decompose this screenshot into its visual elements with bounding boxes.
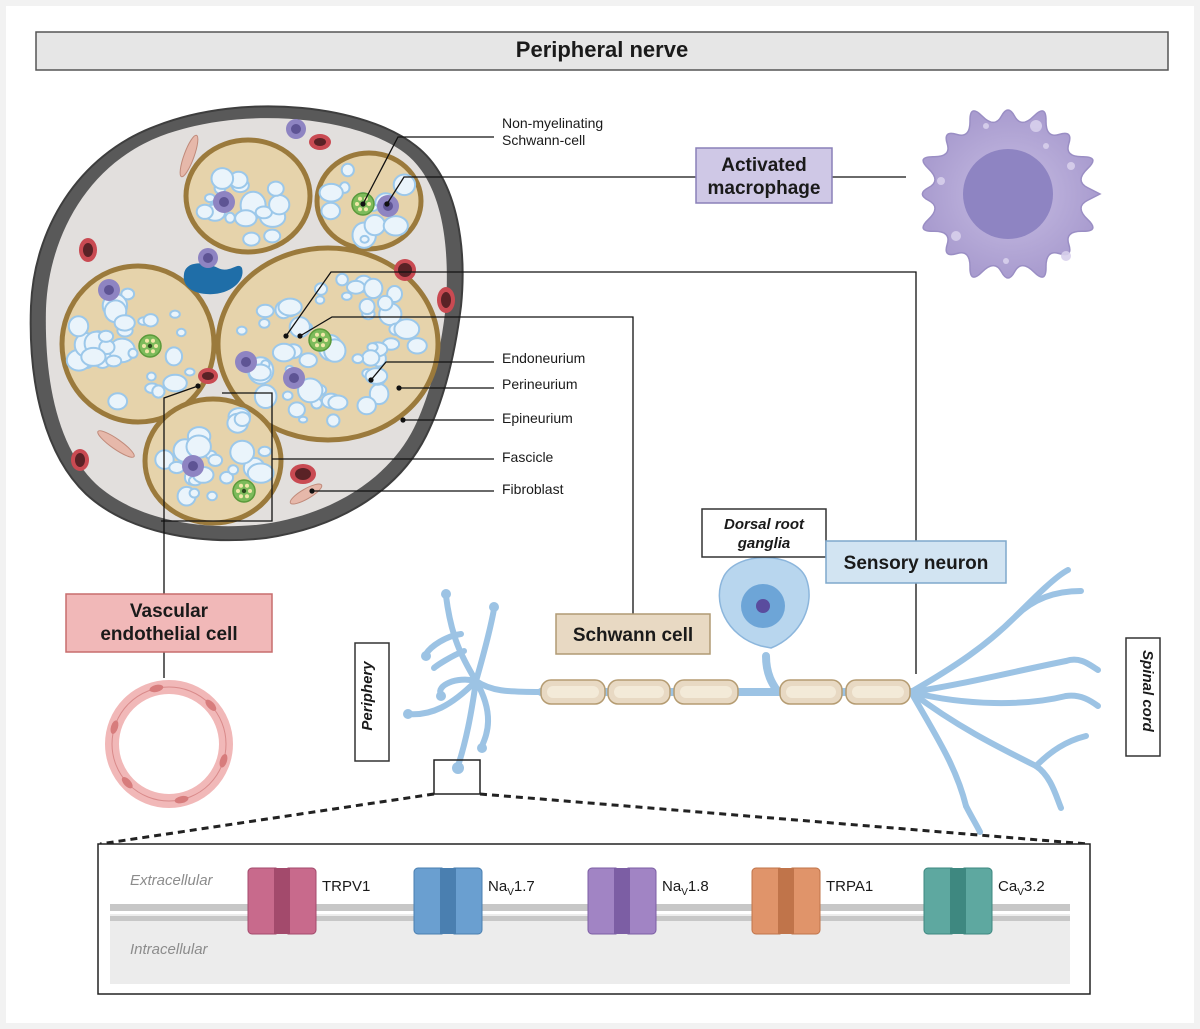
- svg-text:Sensory neuron: Sensory neuron: [844, 553, 989, 574]
- ion-channel-nav17: NaV1.7: [413, 867, 535, 935]
- svg-text:Dorsal root: Dorsal root: [724, 516, 805, 533]
- svg-text:Activated: Activated: [721, 155, 807, 176]
- dorsal-root-ganglion-soma: [718, 556, 810, 649]
- label-endoneurium: Endoneurium: [502, 350, 585, 366]
- svg-text:Schwann cell: Schwann cell: [573, 625, 693, 646]
- ion-channel-label: TRPV1: [322, 878, 370, 895]
- fascicle: [142, 396, 284, 526]
- fascicle: [314, 150, 424, 252]
- ion-channel-trpv1: TRPV1: [247, 867, 370, 935]
- intracellular-label: Intracellular: [130, 941, 209, 958]
- peripheral-nerve-diagram: Peripheral nerve: [29, 31, 1169, 995]
- ion-channel-label: NaV1.8: [662, 878, 709, 898]
- svg-text:endothelial cell: endothelial cell: [100, 624, 237, 645]
- leader-dots: [195, 201, 406, 494]
- macrophage-small: [198, 119, 306, 268]
- page-title: Peripheral nerve: [516, 37, 688, 62]
- activated-macrophage-box: Activated macrophage: [695, 147, 833, 204]
- dorsal-root-ganglia-box: Dorsal root ganglia: [701, 508, 827, 558]
- ion-channel-label: TRPA1: [826, 878, 873, 895]
- label-non-myelinating-1: Non-myelinating: [502, 115, 603, 131]
- fibroblast-cells: [97, 134, 323, 505]
- ion-channel-trpa1: TRPA1: [751, 867, 873, 935]
- sensory-neuron-box: Sensory neuron: [825, 540, 1007, 584]
- label-epineurium: Epineurium: [502, 410, 573, 426]
- svg-text:Spinal cord: Spinal cord: [1139, 650, 1156, 733]
- title-bar: Peripheral nerve: [35, 31, 1169, 71]
- fascicle: [215, 245, 441, 443]
- fascicle: [183, 137, 313, 255]
- diagram-canvas: Peripheral nerve: [6, 6, 1194, 1023]
- ion-channel-label: NaV1.7: [488, 878, 535, 898]
- nerve-cross-section: [29, 105, 464, 542]
- blood-vessel: [71, 134, 455, 484]
- spinal-cord-label: Spinal cord: [1125, 637, 1161, 757]
- ion-channel-cav32: CaV3.2: [923, 867, 1045, 935]
- extracellular-label: Extracellular: [130, 872, 214, 889]
- myelin-segments: [540, 679, 911, 705]
- zoom-indicator: [99, 759, 1089, 846]
- svg-text:macrophage: macrophage: [708, 178, 821, 199]
- svg-text:Periphery: Periphery: [359, 661, 376, 731]
- dendrite-tips: [403, 589, 499, 774]
- activated-macrophage-cell: [921, 109, 1102, 279]
- fascicle: [59, 263, 217, 425]
- schwann-cell-box: Schwann cell: [555, 613, 711, 655]
- structure-labels: Non-myelinating Schwann-cell Endoneurium…: [502, 115, 603, 497]
- leader-lines: [161, 136, 917, 678]
- label-non-myelinating-2: Schwann-cell: [502, 132, 585, 148]
- svg-text:ganglia: ganglia: [737, 535, 791, 552]
- label-perineurium: Perineurium: [502, 376, 577, 392]
- membrane-panel: Extracellular Intracellular TRPV1 NaV1.7 N…: [97, 843, 1091, 995]
- vein: [183, 263, 243, 295]
- vascular-endothelial-box: Vascular endothelial cell: [65, 593, 273, 653]
- label-fascicle: Fascicle: [502, 449, 554, 465]
- periphery-label: Periphery: [354, 642, 390, 762]
- svg-text:Vascular: Vascular: [130, 601, 209, 622]
- label-fibroblast: Fibroblast: [502, 481, 564, 497]
- vessel-ring: [105, 680, 233, 808]
- ion-channel-nav18: NaV1.8: [587, 867, 709, 935]
- ion-channel-label: CaV3.2: [998, 878, 1045, 898]
